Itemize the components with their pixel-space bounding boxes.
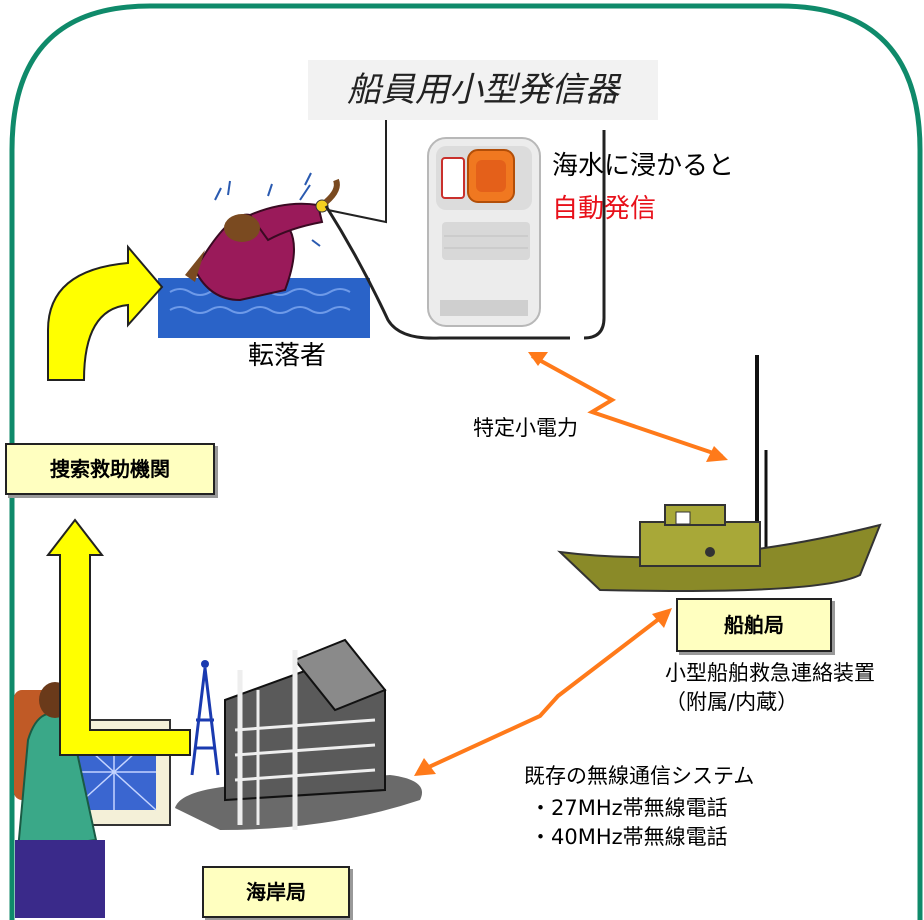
link-device-ship xyxy=(528,352,728,462)
radio-system-40mhz: ・40MHz帯無線電話 xyxy=(530,825,728,849)
ship-note-line2: （附属/内蔵） xyxy=(665,690,799,714)
beacon-device xyxy=(427,137,541,327)
link-ship-coast xyxy=(414,608,672,776)
title-banner: 船員用小型発信器 xyxy=(308,60,658,120)
lanyard-cord xyxy=(324,205,570,340)
coast-station-building xyxy=(175,638,422,830)
coast-station-box: 海岸局 xyxy=(202,866,350,918)
ship-note-line1: 小型船舶救急連絡装置 xyxy=(665,661,875,685)
ship-illustration xyxy=(557,355,882,592)
radio-system-27mhz: ・27MHz帯無線電話 xyxy=(530,796,728,820)
link-label-top: 特定小電力 xyxy=(473,416,578,440)
ship-station-box: 船舶局 xyxy=(676,598,832,652)
operator-illustration xyxy=(14,682,171,918)
rescue-agency-box: 捜索救助機関 xyxy=(5,443,215,495)
device-note-line2: 自動発信 xyxy=(552,194,657,224)
arrow-coast-to-rescue xyxy=(45,518,191,756)
arrow-rescue-to-victim xyxy=(47,244,164,381)
device-note-line1: 海水に浸かると xyxy=(552,151,735,181)
radio-systems-heading: 既存の無線通信システム xyxy=(524,764,755,788)
outer-frame xyxy=(9,3,923,920)
title-connector xyxy=(327,118,387,224)
victim-label: 転落者 xyxy=(248,341,327,371)
victim-figure xyxy=(185,172,340,302)
device-bracket xyxy=(583,130,606,340)
